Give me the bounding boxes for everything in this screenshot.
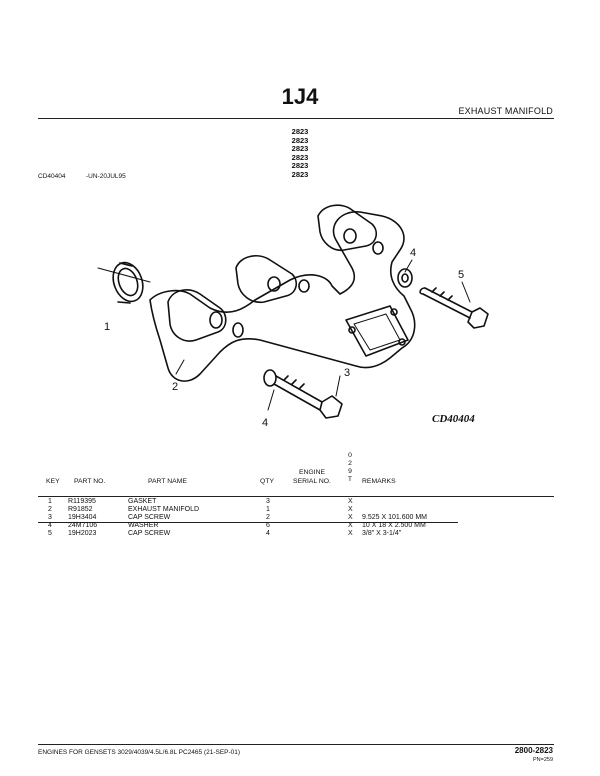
footer-sub-ref: PN=259 [532, 757, 553, 763]
serial-header: SERIAL NO. [293, 478, 331, 485]
serial-line: 2823 [291, 135, 309, 145]
gasket-drawing [112, 261, 144, 304]
engine-header: ENGINE [298, 469, 326, 476]
serial-line: 2823 [291, 161, 309, 171]
table-row: 3 19H3404 CAP SCREW 2 X 9.525 X 101.600 … [48, 514, 427, 521]
serial-line: 2823 [291, 127, 309, 136]
serial-line: 2823 [291, 169, 309, 179]
cap-screw-5-drawing [419, 287, 489, 329]
qty-header: QTY [260, 478, 274, 485]
callout-4-upper: 4 [410, 247, 416, 259]
exhaust-manifold-diagram: 1 2 3 4 4 5 CD40404 [97, 204, 489, 429]
callout-5: 5 [458, 269, 464, 281]
serial-line: 2823 [291, 152, 309, 162]
figure-id: CD40404 [38, 173, 66, 180]
footer-rule [38, 744, 554, 745]
cap-screw-3-drawing [263, 369, 343, 419]
table-row: 4 24M7106 WASHER 6 X 10 X 18 X 2.500 MM [48, 522, 426, 529]
figure-caption: CD40404 [432, 413, 475, 425]
part-name-header: PART NAME [148, 478, 187, 485]
table-row: 2 R91852 EXHAUST MANIFOLD 1 X [48, 506, 353, 513]
key-header: KEY [46, 478, 60, 485]
code-column-header: 0 2 9 T [347, 452, 353, 483]
callout-3: 3 [344, 367, 350, 379]
header-rule [38, 118, 554, 119]
row-divider [38, 522, 458, 523]
callout-2: 2 [172, 381, 178, 393]
table-row: 5 19H2023 CAP SCREW 4 X 3/8" X 3-1/4" [48, 530, 402, 537]
callout-4-lower: 4 [262, 417, 268, 429]
part-no-header: PART NO. [74, 478, 106, 485]
figure-date-stamp: -UN-20JUL95 [86, 173, 126, 180]
section-title: EXHAUST MANIFOLD [458, 106, 553, 116]
serial-list: 2823 2823 2823 2823 2823 2823 [0, 127, 600, 180]
manifold-drawing [149, 204, 416, 382]
washer-drawing [397, 268, 413, 288]
footer-page-ref: 2800-2823 [514, 746, 553, 755]
page-code: 1J4 [281, 84, 319, 109]
table-row: 1 R119395 GASKET 3 X [48, 498, 353, 505]
table-header-rule [38, 496, 554, 497]
remarks-header: REMARKS [362, 478, 396, 485]
callout-1: 1 [104, 321, 110, 333]
footer-publication: ENGINES FOR GENSETS 3029/4039/4.5L/6.8L … [38, 749, 241, 756]
serial-line: 2823 [291, 144, 309, 154]
